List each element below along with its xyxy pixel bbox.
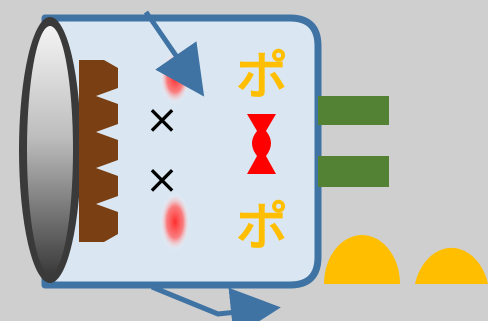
bowtie-shape: [247, 114, 276, 174]
brown-comb: [79, 60, 118, 242]
end-cap: [19, 17, 81, 283]
arrow-top: [143, 10, 205, 97]
bowtie: [247, 114, 276, 174]
brown-teeth: [79, 60, 118, 242]
green-bar-bottom: [318, 156, 389, 187]
arrow-bottom: [151, 284, 281, 321]
green-bar-top: [318, 96, 389, 125]
arrows: [143, 10, 281, 321]
crosses: × ×: [145, 97, 179, 203]
green-bars: [318, 96, 389, 187]
glow-bottom: [160, 193, 190, 251]
glyph-bottom: ポ: [236, 198, 288, 258]
end-cap-face: [27, 26, 73, 274]
cross-bottom: ×: [145, 157, 179, 203]
glyph-top: ポ: [236, 47, 288, 107]
dome-right: [415, 247, 488, 284]
cross-top: ×: [145, 97, 179, 143]
yellow-domes: [324, 235, 488, 284]
yellow-glyphs: ポ ポ: [236, 47, 288, 258]
dome-left: [324, 235, 400, 284]
